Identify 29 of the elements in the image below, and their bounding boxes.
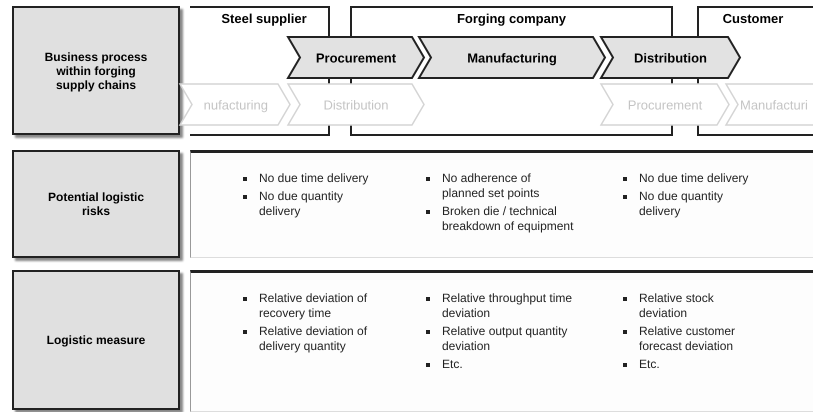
company-label: Steel supplier: [220, 11, 308, 26]
bullet-item: Etc.: [424, 357, 574, 372]
process-step-shape: Procurement: [288, 37, 424, 78]
bullet-item: Relative customer forecast deviation: [621, 324, 761, 354]
bullet-item: Broken die / technical breakdown of equipment: [424, 204, 574, 234]
bullet-item: No adherence of planned set points: [424, 171, 574, 201]
process-step-shape: Distribution: [288, 84, 424, 125]
company-label: Forging company: [456, 11, 568, 26]
bullet-item: No due quantity delivery: [241, 189, 381, 219]
content-panel: [190, 150, 813, 258]
bullet-item: Relative deviation of recovery time: [241, 291, 381, 321]
row-header-box: Potential logistic risks: [12, 150, 180, 258]
row-header-box: Business process within forging supply chains: [12, 6, 180, 135]
process-step-shape: Manufacturi: [726, 84, 813, 125]
process-step-shape: Manufacturing: [419, 37, 605, 78]
bullet-item: No due quantity delivery: [621, 189, 761, 219]
process-step-shape: Procurement: [601, 84, 729, 125]
bullet-item: Relative throughput time deviation: [424, 291, 574, 321]
bullet-item: No due time delivery: [241, 171, 381, 186]
bullet-item: Relative stock deviation: [621, 291, 761, 321]
company-label: Customer: [722, 11, 784, 26]
process-step-shape: nufacturing: [180, 84, 290, 125]
bullet-item: No due time delivery: [621, 171, 761, 186]
bullet-item: Etc.: [621, 357, 761, 372]
content-panel: [190, 270, 813, 412]
bullet-item: Relative output quantity deviation: [424, 324, 574, 354]
process-step-shape: Distribution: [601, 37, 740, 78]
bullet-item: Relative deviation of delivery quantity: [241, 324, 381, 354]
row-header-box: Logistic measure: [12, 270, 180, 410]
